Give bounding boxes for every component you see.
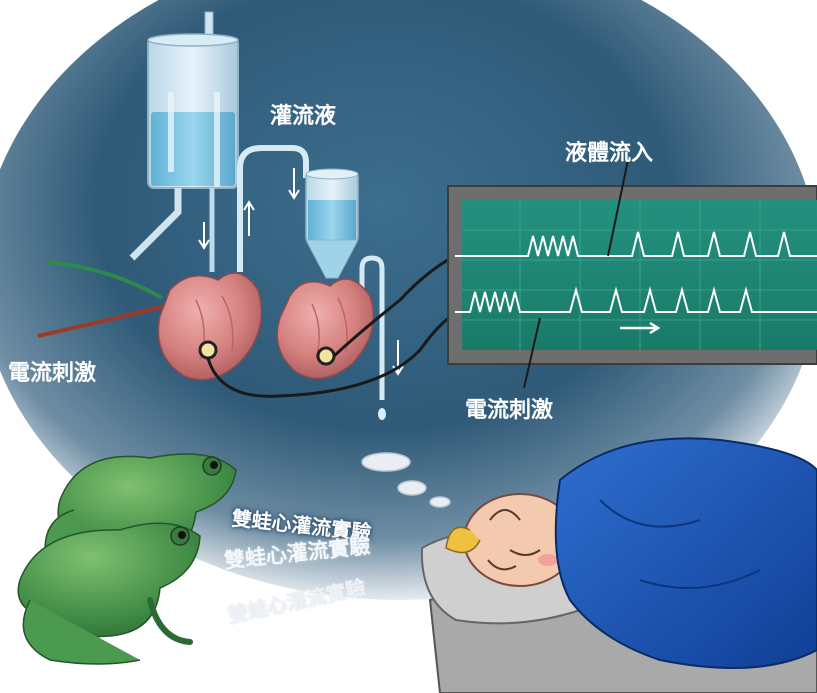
stimulus-label-left: 電流刺激 xyxy=(8,355,96,387)
fluid-inflow-label: 液體流入 xyxy=(565,135,653,167)
stimulus-label-right: 電流刺激 xyxy=(465,392,553,424)
monitor-icon xyxy=(448,160,817,388)
perfusate-label: 灌流液 xyxy=(270,98,336,130)
